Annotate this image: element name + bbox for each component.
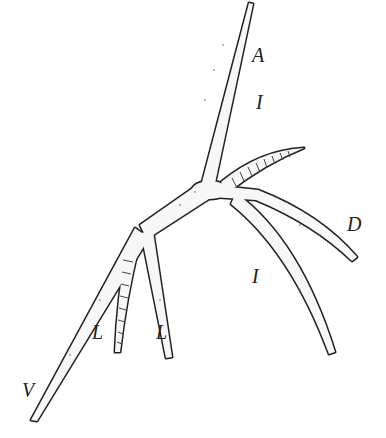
part-label: I bbox=[252, 266, 259, 286]
part-label: V bbox=[22, 380, 34, 400]
part-label: L bbox=[92, 322, 103, 342]
part-label: I bbox=[256, 92, 263, 112]
part-label: A bbox=[252, 45, 264, 65]
part-label: L bbox=[156, 322, 167, 342]
part-label: D bbox=[347, 214, 361, 234]
